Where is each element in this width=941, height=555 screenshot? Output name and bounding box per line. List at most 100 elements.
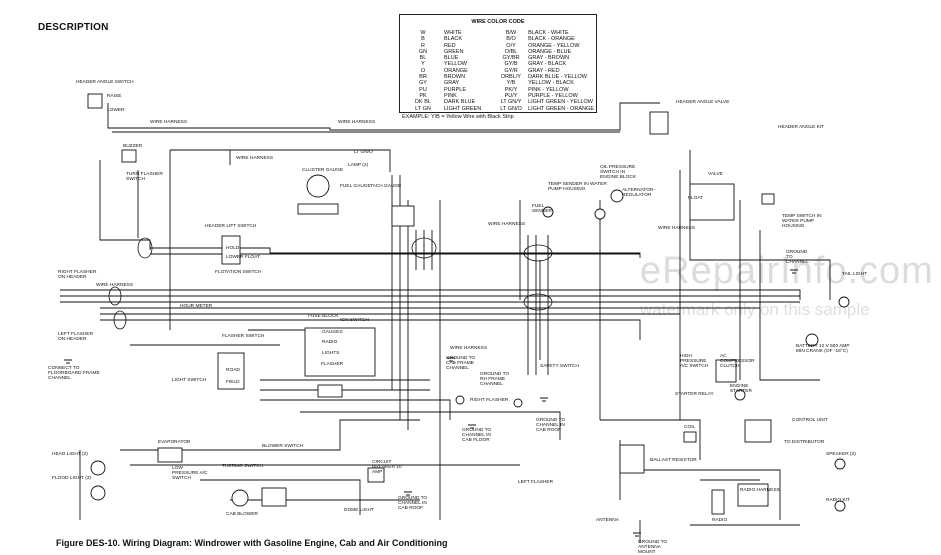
label-right-flasher: RIGHT FLASHER ON HEADER	[58, 270, 97, 280]
label-wire-harness-6: WIRE HARNESS	[96, 283, 134, 288]
label-temp-switch: TEMP SWITCH IN WATER PUMP HOUSING	[782, 214, 822, 229]
legend-code: LT GN/O	[500, 105, 522, 112]
legend-color: PINK	[444, 92, 457, 99]
legend-color: BROWN	[444, 74, 466, 81]
label-connect-to-floorboard: CONNECT TO FLOORBOARD FRAME CHANNEL	[48, 366, 100, 381]
label-lt-gn-o: LT GN/O	[354, 150, 373, 155]
label-ballast-resistor: BALLAST RESISTOR	[650, 458, 697, 463]
label-cab-blower: CAB BLOWER	[226, 512, 258, 517]
legend-row: B/W BLACK - WHITE	[496, 30, 596, 36]
legend-code: B/O	[506, 36, 516, 43]
label-gauges: GAUGES	[322, 330, 343, 335]
label-starter-relay: STARTER RELAY	[675, 392, 714, 397]
label-road: ROAD	[226, 368, 240, 373]
label-lights: LIGHTS	[322, 351, 340, 356]
label-left-flasher: LEFT FLASHER ON HEADER	[58, 332, 94, 342]
legend-code: BR	[419, 74, 427, 81]
legend-code: BL	[419, 55, 427, 62]
label-radio-2: RADIO	[712, 518, 728, 523]
watermark-site: eRepairInfo.com	[640, 250, 934, 292]
legend-row: Y YELLOW	[404, 61, 483, 67]
legend-code: Y/B	[506, 80, 516, 87]
legend-code: O/BL	[504, 48, 518, 55]
label-left-flasher-2: LEFT FLASHER	[518, 480, 554, 485]
legend-color: BLACK - WHITE	[528, 30, 569, 36]
legend-code: GN	[418, 48, 428, 55]
label-wire-harness-5: WIRE HARNESS	[658, 226, 696, 231]
label-lamp: LAMP (2)	[348, 163, 369, 168]
label-battery: BATTERY 12 V 500 AMP MIN CRANK (OF -18°C…	[796, 344, 850, 354]
label-header-angle-valve: HEADER ANGLE VALVE	[676, 100, 730, 105]
label-safety-switch: SAFETY SWITCH	[540, 364, 579, 369]
legend-code: Y	[421, 61, 425, 68]
label-ground-to-cab-floor: GROUND TO CHANNEL IN CAB FLOOR	[462, 428, 492, 443]
label-light-switch: LIGHT SWITCH	[172, 378, 207, 383]
legend-color: DARK BLUE - YELLOW	[528, 74, 587, 81]
legend-code: PK/Y	[504, 86, 518, 93]
label-blower-switch: BLOWER SWITCH	[262, 444, 304, 449]
label-alternator-regulator: ALTERNATOR-REGULATOR	[622, 188, 656, 198]
legend-color: ORANGE - YELLOW	[528, 42, 580, 49]
legend-code: B/W	[505, 30, 517, 36]
label-buzzer: BUZZER	[123, 144, 143, 149]
label-engine-starter: ENGINE STARTER	[730, 384, 752, 394]
legend-row: BL BLUE	[404, 55, 483, 61]
label-high-pressure-switch: HIGH PRESSURE A/C SWITCH	[680, 354, 709, 369]
legend-color: GRAY - BROWN	[528, 55, 570, 62]
legend-code: GY/B	[504, 61, 518, 68]
legend-color: RED	[444, 42, 456, 49]
label-head-light: HEAD LIGHT (2)	[52, 452, 88, 457]
legend-color: WHITE	[444, 30, 462, 36]
label-lower: LOWER	[107, 108, 125, 113]
label-hold: HOLD	[226, 246, 240, 251]
label-flasher-switch: FLASHER SWITCH	[222, 334, 265, 339]
label-radio-harness: RADIO HARNESS	[740, 488, 780, 493]
label-temp-sender: TEMP SENDER IN WATER PUMP HOUSING	[548, 182, 607, 192]
legend-row: W WHITE	[404, 30, 483, 36]
legend-color: BLUE	[444, 55, 459, 62]
legend-code: O/Y	[506, 42, 516, 49]
legend-color: DARK BLUE	[444, 99, 476, 106]
label-wire-harness-3: WIRE HARNESS	[236, 156, 274, 161]
label-wire-harness-7: WIRE HARNESS	[450, 346, 488, 351]
label-header-angle-switch: HEADER ANGLE SWITCH	[76, 80, 134, 85]
label-header-lift-switch: HEADER LIFT SWITCH	[205, 224, 257, 229]
legend-code: B	[421, 36, 425, 43]
legend-code: W	[420, 30, 426, 36]
legend-title: WIRE COLOR CODE	[471, 19, 525, 25]
label-fuel-gauge: FUEL GAUGE	[340, 184, 371, 189]
label-radio: RADIO	[322, 340, 338, 345]
legend-color: LIGHT GREEN - ORANGE	[528, 105, 594, 112]
label-hour-meter: HOUR METER	[180, 304, 213, 309]
label-float: FLOAT	[688, 196, 704, 201]
legend-color: YELLOW	[444, 61, 467, 68]
page-heading: DESCRIPTION	[38, 22, 109, 33]
legend-color: LIGHT GREEN	[444, 105, 482, 112]
label-wire-harness-4: WIRE HARNESS	[488, 222, 526, 227]
label-tach: TACH GAUGE	[370, 184, 402, 189]
legend-color: PURPLE - YELLOW	[528, 92, 578, 99]
legend-color: GRAY	[444, 80, 460, 87]
label-ground-to-channel-roof: GROUND TO CHANNEL IN CAB ROOF	[398, 496, 428, 511]
label-right-flasher-2: RIGHT FLASHER	[470, 398, 509, 403]
label-field: FIELD	[226, 380, 240, 385]
legend-color: PINK - YELLOW	[528, 86, 569, 93]
label-ground-to-channel: GROUND TO CHANNEL	[786, 250, 809, 265]
label-flasher: FLASHER	[321, 362, 344, 367]
label-cluster-gauge: CLUSTER GAUGE	[302, 168, 344, 173]
legend-row: BR BROWN	[404, 74, 483, 80]
figure-caption: Figure DES-10. Wiring Diagram: Windrower…	[56, 538, 448, 548]
label-radio-kit: RADIO KIT	[826, 498, 850, 503]
legend-color: BLACK	[444, 36, 463, 43]
legend-code: PU	[419, 86, 427, 93]
label-circuit-breaker: CIRCUIT BREAKER 10 AMP	[372, 460, 402, 475]
